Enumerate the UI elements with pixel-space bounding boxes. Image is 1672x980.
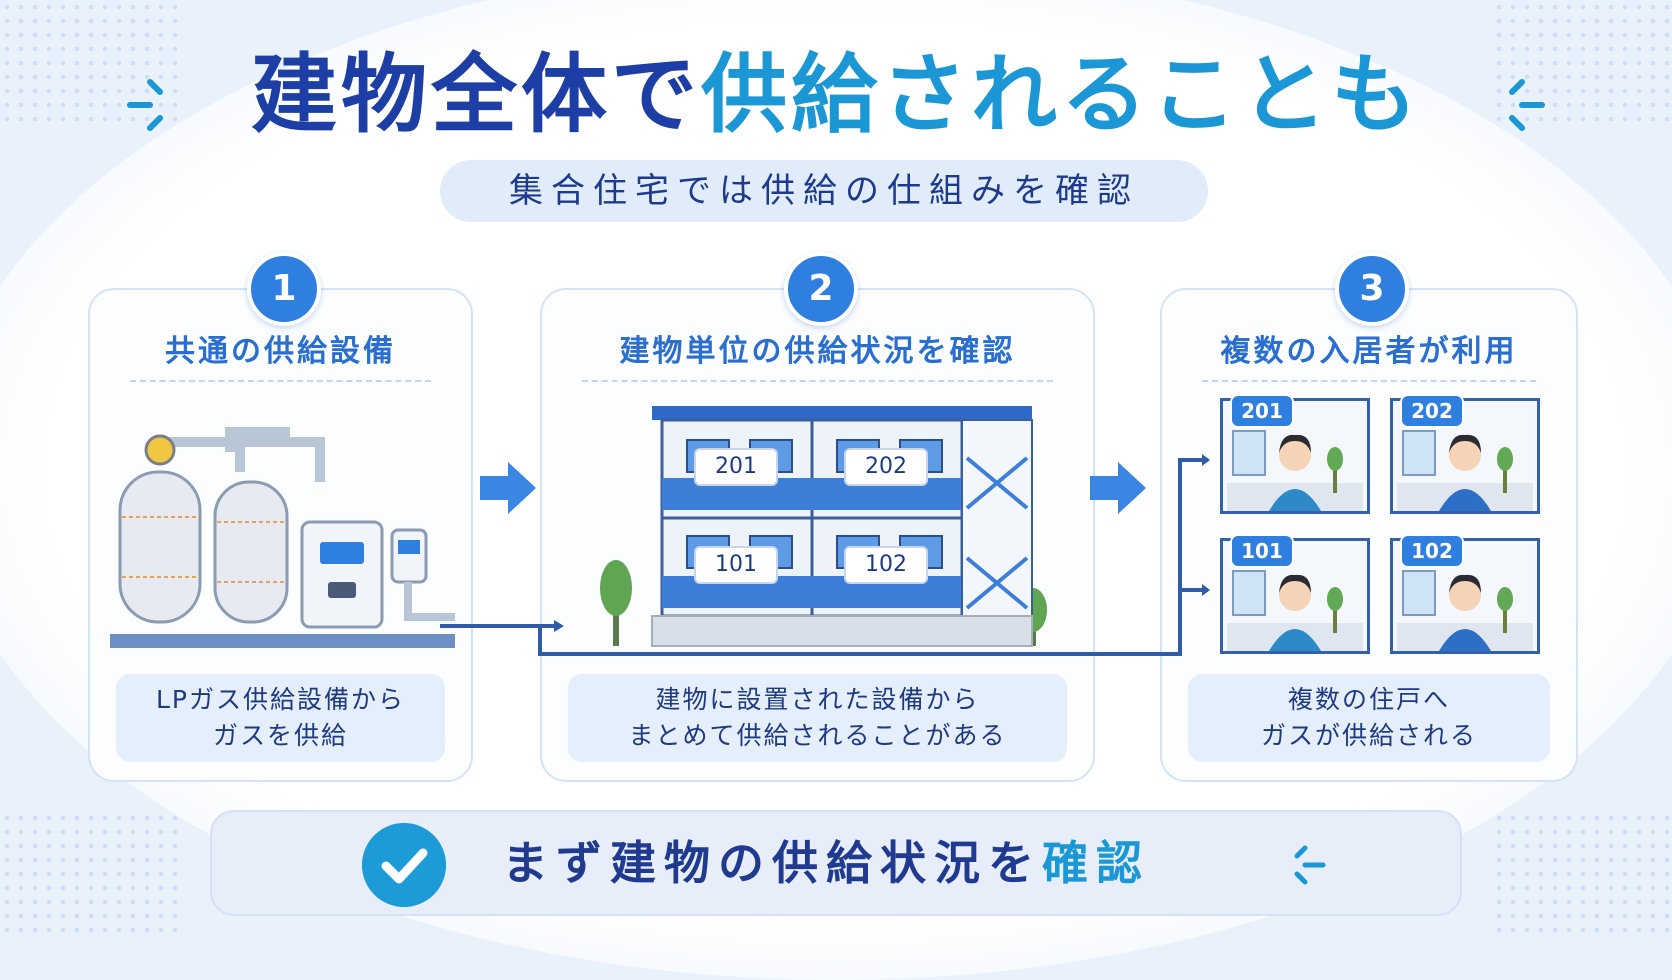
room-label: 201 (1230, 394, 1294, 428)
check-circle-icon (362, 823, 446, 907)
room-label: 202 (1400, 394, 1464, 428)
unit-label: 201 (694, 448, 778, 486)
step-3-badge: 3 (1335, 252, 1409, 326)
step-2-desc-line1: 建物に設置された設備から (655, 685, 980, 714)
unit-label: 202 (844, 448, 928, 486)
subtitle: 集合住宅では供給の仕組みを確認 (440, 160, 1208, 222)
step-1-title: 共通の供給設備 (165, 334, 396, 369)
resident-illustration (1227, 430, 1363, 511)
title-part2: 供給されることも (701, 45, 1421, 145)
room-tile (1390, 398, 1540, 514)
step-card-1: 共通の供給設備 LPガス供給設備から ガスを供給 (88, 288, 473, 782)
room-tile (1390, 538, 1540, 654)
conclusion-part2: 確認 (1042, 836, 1150, 890)
conclusion-part1: まず建物の供給状況を (502, 836, 1042, 890)
divider (130, 380, 431, 382)
step-3-desc-line1: 複数の住戸へ (1287, 685, 1450, 714)
step-2-title: 建物単位の供給状況を確認 (619, 334, 1016, 369)
step-1-desc-line1: LPガス供給設備から (155, 685, 405, 714)
dot-pattern-decoration (0, 811, 180, 941)
step-1-desc-line2: ガスを供給 (212, 721, 348, 750)
step-2-desc-line2: まとめて供給されることがある (628, 721, 1007, 750)
step-3-desc-line2: ガスが供給される (1260, 721, 1477, 750)
unit-label: 101 (694, 546, 778, 584)
step-card-3: 複数の入居者が利用 複数の住戸へ ガスが供給される (1160, 288, 1578, 782)
step-2-description: 建物に設置された設備から まとめて供給されることがある (568, 674, 1067, 762)
sparkle-icon (1294, 845, 1326, 885)
step-card-2: 建物単位の供給状況を確認 201 202 101 102 (540, 288, 1095, 782)
conclusion-text: まず建物の供給状況を確認 (502, 812, 1150, 914)
arrow-right-icon (480, 462, 536, 514)
title-part1: 建物全体で (251, 45, 701, 145)
arrow-right-icon (1090, 462, 1146, 514)
resident-illustration (1397, 430, 1533, 511)
lp-gas-equipment-illustration (110, 427, 455, 648)
step-1-badge: 1 (247, 252, 321, 326)
room-label: 101 (1230, 534, 1294, 568)
step-3-description: 複数の住戸へ ガスが供給される (1188, 674, 1550, 762)
sparkle-left-icon (127, 79, 163, 131)
dot-pattern-decoration (1492, 0, 1672, 130)
divider (582, 380, 1053, 382)
room-label: 102 (1400, 534, 1464, 568)
sparkle-right-icon (1509, 79, 1545, 131)
step-3-title: 複数の入居者が利用 (1220, 334, 1518, 369)
step-2-badge: 2 (784, 252, 858, 326)
dot-pattern-decoration (0, 0, 180, 130)
unit-label: 102 (844, 546, 928, 584)
dot-pattern-decoration (1492, 811, 1672, 941)
resident-illustration (1227, 570, 1363, 651)
page-title: 建物全体で供給されることも (0, 40, 1672, 150)
conclusion-box: まず建物の供給状況を確認 (210, 810, 1462, 916)
gas-pipe-line (440, 454, 1210, 656)
step-1-description: LPガス供給設備から ガスを供給 (116, 674, 445, 762)
divider (1202, 380, 1536, 382)
resident-illustration (1397, 570, 1533, 651)
